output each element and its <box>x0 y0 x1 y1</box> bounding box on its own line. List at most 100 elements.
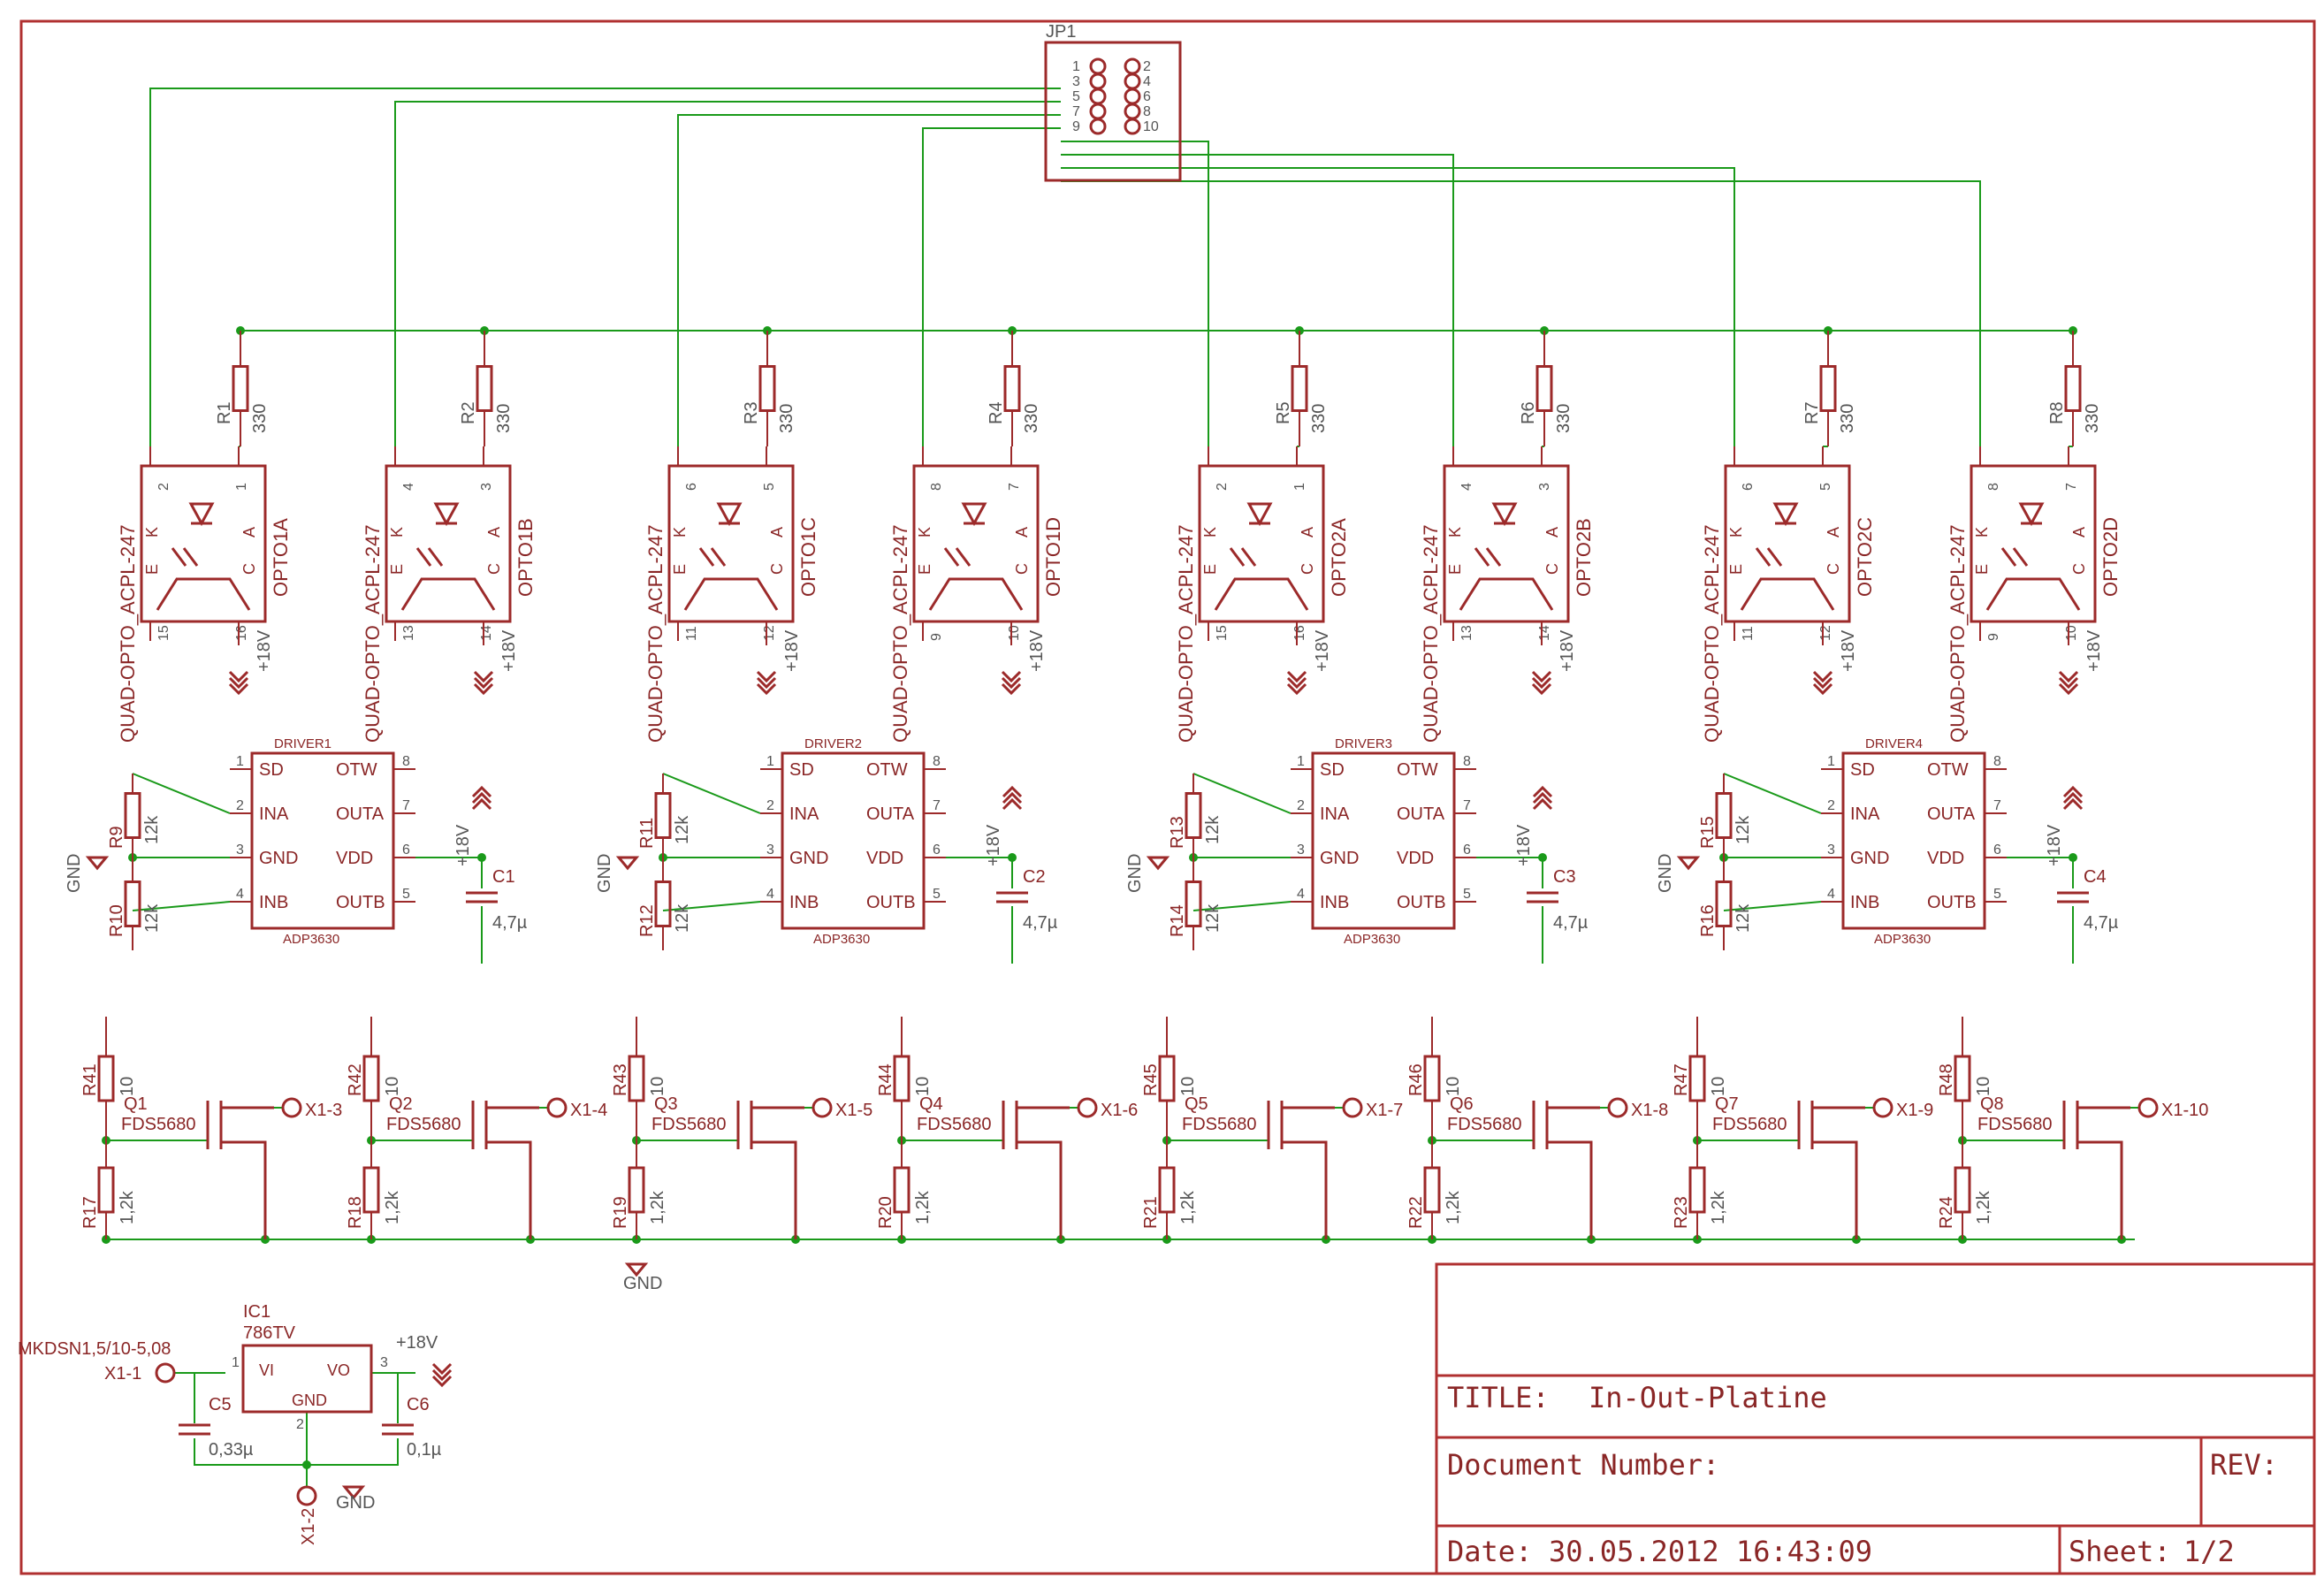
supply-symbol-chevron <box>1812 682 1833 696</box>
supply-symbol <box>228 670 249 696</box>
opto-diode <box>1772 502 1799 527</box>
driver-pin-number: 8 <box>402 754 410 769</box>
opto-pin-number: 1 <box>234 483 249 491</box>
wire <box>1061 154 1454 446</box>
supply-label: +18V <box>1558 629 1577 672</box>
supply-symbol-chevron <box>1002 797 1023 811</box>
output-terminal-label: X1-9 <box>1896 1101 1933 1120</box>
gate-resistor-value: 10 <box>1974 1077 1993 1096</box>
mosfet-ref: Q4 <box>919 1094 943 1114</box>
driver-pin-number: 6 <box>933 842 941 858</box>
wire <box>662 901 761 911</box>
pulldown-resistor <box>97 1166 115 1214</box>
opto-part-label: QUAD-OPTO_ACPL-247 <box>1175 524 1197 743</box>
resistor-ref: R3 <box>742 401 761 424</box>
opto-light-arrow <box>427 547 444 567</box>
wire <box>1192 773 1292 814</box>
supply-label: +18V <box>255 629 274 672</box>
gate-resistor <box>1688 1055 1706 1102</box>
pulldown-resistor <box>362 1166 380 1214</box>
driver-pin-number: 4 <box>1827 887 1835 902</box>
opto-body <box>140 464 267 623</box>
wire <box>1061 167 1735 446</box>
opto-pin-number: 16 <box>1292 625 1307 641</box>
resistor-value: 330 <box>494 404 514 433</box>
mosfet-part: FDS5680 <box>917 1115 992 1134</box>
supply-symbol-chevron <box>431 1375 453 1388</box>
supply-label: +18V <box>1027 629 1047 672</box>
driver-pin-number: 3 <box>1827 842 1835 858</box>
opto-pin-number: 7 <box>2064 483 2079 491</box>
mosfet-ref: Q7 <box>1715 1094 1739 1114</box>
input-resistor-value: 12k <box>142 903 162 933</box>
driver-pin-name: GND <box>259 849 298 868</box>
opto-pin-letter: A <box>1825 527 1842 537</box>
opto-pin-number: 15 <box>1215 625 1230 641</box>
driver-pin-name: SD <box>259 760 284 780</box>
gate-resistor-value: 10 <box>913 1077 933 1096</box>
opto-light-arrow <box>2012 547 2029 567</box>
gate-resistor-ref: R47 <box>1672 1063 1691 1096</box>
supply-symbol-chevron <box>1286 670 1307 683</box>
connector-pin-number: 6 <box>1143 89 1151 104</box>
opto-body <box>385 464 512 623</box>
gate-resistor-ref: R44 <box>876 1063 895 1096</box>
gate-resistor <box>1954 1055 1971 1102</box>
opto-pin-letter: A <box>1013 527 1031 537</box>
output-terminal-pad <box>1872 1097 1893 1118</box>
driver-pin-number: 1 <box>1297 754 1305 769</box>
reg-gnd-label: GND <box>336 1493 375 1513</box>
opto-pin-letter: C <box>1013 563 1031 575</box>
opto-diode <box>961 502 987 527</box>
regulator-part: 786TV <box>243 1323 296 1343</box>
connector-ref: JP1 <box>1046 22 1076 42</box>
opto-pin-letter: C <box>240 563 258 575</box>
pulldown-resistor-value: 1,2k <box>1974 1190 1993 1224</box>
supply-symbol <box>2058 670 2079 696</box>
opto-pin-number: 10 <box>2064 625 2079 641</box>
input-resistor-ref: R15 <box>1698 816 1718 849</box>
gate-resistor <box>628 1055 645 1102</box>
supply-symbol-chevron <box>2058 670 2079 683</box>
connector-pin <box>1089 88 1107 105</box>
driver-pin-number: 6 <box>402 842 410 858</box>
resistor-330 <box>476 365 493 412</box>
output-terminal-pad <box>546 1097 568 1118</box>
output-terminal-pad <box>1607 1097 1628 1118</box>
opto-pin-letter: K <box>1973 527 1991 537</box>
opto-part-label: QUAD-OPTO_ACPL-247 <box>117 524 139 743</box>
opto-pin-number: 3 <box>479 483 494 491</box>
opto-diode <box>2018 502 2045 527</box>
resistor-value: 330 <box>250 404 270 433</box>
gnd-symbol <box>1146 856 1170 871</box>
driver-pin-name: INA <box>259 804 289 824</box>
supply-label: +18V <box>2084 629 2104 672</box>
resistor-330 <box>1819 365 1837 412</box>
opto-pin-number: 13 <box>1459 625 1474 641</box>
driver-ref: DRIVER2 <box>804 736 862 751</box>
supply-symbol-chevron <box>2062 791 2084 804</box>
connector-pin <box>1124 72 1141 90</box>
supply-symbol-chevron <box>1531 670 1552 683</box>
opto-part-label: QUAD-OPTO_ACPL-247 <box>1701 524 1723 743</box>
opto-body <box>1198 464 1325 623</box>
pulldown-resistor <box>1954 1166 1971 1214</box>
supply-symbol-chevron <box>1002 791 1023 804</box>
supply-symbol <box>471 785 492 811</box>
opto-pin-letter: K <box>671 527 689 537</box>
pulldown-resistor-ref: R21 <box>1141 1196 1161 1229</box>
opto-diode <box>716 502 743 527</box>
opto-pin-number: 4 <box>401 483 416 491</box>
connector-pin <box>1124 103 1141 120</box>
driver-pin-number: 3 <box>766 842 774 858</box>
resistor-ref: R6 <box>1519 401 1538 424</box>
input-resistor-value: 12k <box>1203 815 1223 844</box>
opto-pin-letter: A <box>1299 527 1316 537</box>
connector-pin-number: 5 <box>1072 89 1080 104</box>
pulldown-resistor-value: 1,2k <box>1709 1190 1728 1224</box>
gnd-terminal-pad <box>296 1485 317 1506</box>
opto-pin-number: 2 <box>156 483 171 491</box>
opto-light-arrow <box>955 547 972 567</box>
